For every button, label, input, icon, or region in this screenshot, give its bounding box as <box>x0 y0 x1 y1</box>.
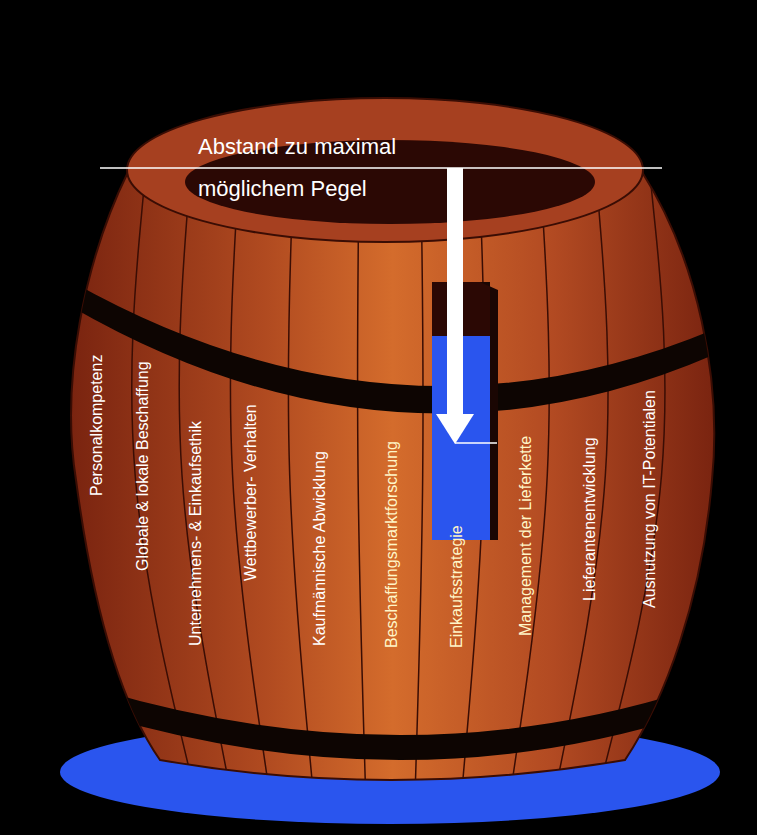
barrel-hoop <box>60 275 740 414</box>
barrel-stave: Personalkompetenz <box>85 351 108 500</box>
level-annotation: Abstand zu maximal möglichem Pegel <box>198 126 438 210</box>
current-level-line <box>455 442 497 444</box>
barrel-stave: Lieferantenentwicklung <box>578 433 601 605</box>
stave-label: Unternehmens- & Einkaufsethik <box>186 421 205 646</box>
broken-stave-edge <box>480 282 498 540</box>
stave-seam <box>179 180 230 790</box>
barrel-stave: Beschaffungsmarktforschung <box>380 437 403 652</box>
stave-seam <box>358 180 366 790</box>
stave-seam <box>132 180 194 790</box>
max-level-line <box>100 167 662 169</box>
barrel-hoop <box>100 690 690 760</box>
barrel-stave: Kaufmännische Abwicklung <box>308 447 331 650</box>
barrel-stave: Wettbewerber- Verhalten <box>239 400 262 585</box>
stave-label: Kaufmännische Abwicklung <box>310 451 329 646</box>
stave-seam <box>511 180 549 790</box>
barrel-stave: Ausnutzung von IT-Potentialen <box>638 386 661 612</box>
barrel-stave: Globale & lokale Beschaffung <box>131 357 154 575</box>
arrow-head <box>436 414 474 444</box>
stave-label: Beschaffungsmarktforschung <box>382 441 401 648</box>
stave-seams <box>132 180 665 790</box>
stave-seam <box>288 180 313 790</box>
arrow-shaft <box>447 168 463 416</box>
stave-label: Ausnutzung von IT-Potentialen <box>640 390 659 608</box>
stave-label: Einkaufsstrategie <box>447 525 466 648</box>
stave-seam <box>599 180 665 790</box>
stave-label: Globale & lokale Beschaffung <box>133 361 152 571</box>
barrel-stave: Einkaufsstrategie <box>445 521 468 652</box>
stave-seam <box>415 180 423 790</box>
barrel-hoops <box>60 275 740 760</box>
stave-label: Wettbewerber- Verhalten <box>241 404 260 581</box>
stave-seam <box>230 180 269 790</box>
barrel-stave: Unternehmens- & Einkaufsethik <box>184 417 207 650</box>
stave-label: Lieferantenentwicklung <box>580 437 599 601</box>
stave-seam <box>556 180 608 790</box>
barrel-body <box>71 172 714 780</box>
stave-label: Personalkompetenz <box>87 355 106 496</box>
barrel-lid <box>127 98 643 242</box>
stave-label: Management der Lieferkette <box>516 436 535 636</box>
barrel-stave: Management der Lieferkette <box>514 432 537 640</box>
